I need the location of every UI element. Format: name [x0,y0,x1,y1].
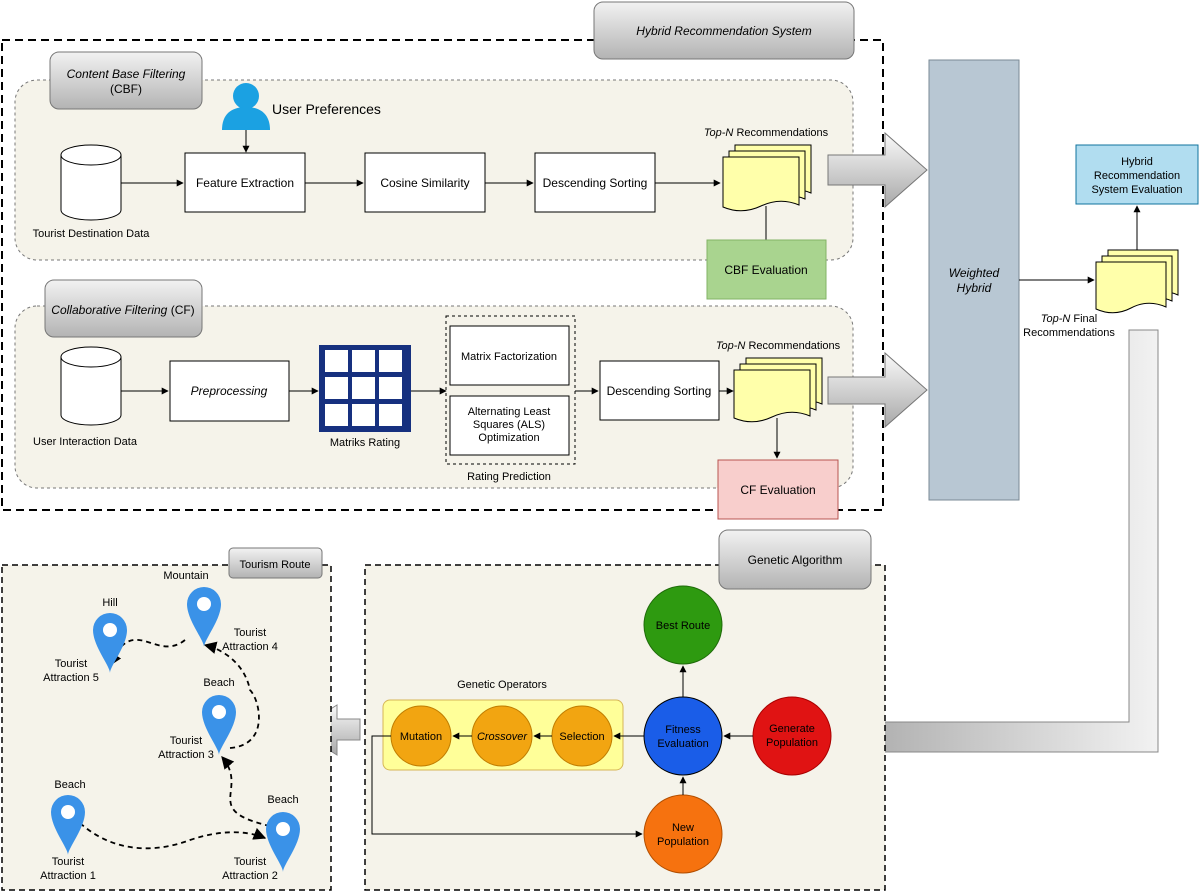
final-topn-label-line2: Recommendations [1023,327,1115,339]
matriks-rating-label: Matriks Rating [330,437,400,449]
tourist-destination-database-icon [60,144,122,221]
cbf-evaluation-box [706,239,827,300]
user-preferences-label: User Preferences [272,101,381,117]
cf-evaluation-label: CF Evaluation [740,483,815,497]
rating-prediction-label: Rating Prediction [467,471,551,483]
best-route-label: Best Route [656,620,710,632]
hybrid-evaluation-line3: System Evaluation [1091,184,1182,196]
hybrid-title-box [593,1,855,60]
cbf-evaluation-label: CBF Evaluation [724,263,807,277]
cbf-title: Content Base Filtering [67,67,186,81]
cf-descending-sorting-label: Descending Sorting [607,384,712,398]
attraction-3-line1: Tourist [170,735,202,747]
als-box [449,395,570,456]
attraction-5-line1: Tourist [55,658,87,670]
mutation-label: Mutation [400,731,442,743]
cbf-descending-sorting-box [534,152,656,213]
matrix-factorization-box [449,325,570,386]
final-topn-label-line1: Top-N Final [1041,313,1097,325]
best-route-node [643,585,723,665]
beach-label-3: Beach [203,677,234,689]
hill-pin-icon [93,613,127,673]
cbf-abbr: (CBF) [110,82,142,96]
new-population-line2: Population [657,836,709,848]
tourism-route-title: Tourism Route [240,559,311,571]
attraction-2-line2: Attraction 2 [222,870,278,882]
als-label-line2: Squares (ALS) [473,419,545,431]
als-label-line3: Optimization [478,432,539,444]
mountain-label: Mountain [163,570,208,582]
cf-evaluation-box [717,459,839,520]
attraction-4-line2: Attraction 4 [222,641,278,653]
als-label-line1: Alternating Least [468,406,551,418]
genetic-operators-label: Genetic Operators [457,679,547,691]
attraction-5-line2: Attraction 5 [43,672,99,684]
beach-pin-1-icon [51,795,85,855]
attraction-4-line1: Tourist [234,627,266,639]
hybrid-title: Hybrid Recommendation System [636,24,811,38]
cbf-title-box [49,51,203,110]
new-population-node [643,794,723,874]
fitness-label-line1: Fitness [665,724,701,736]
attraction-1-line1: Tourist [52,856,84,868]
cf-title-box [44,279,203,338]
attraction-2-line1: Tourist [234,856,266,868]
ga-title: Genetic Algorithm [748,553,843,567]
final-topn-documents-icon [1095,249,1179,314]
cosine-similarity-label: Cosine Similarity [380,176,469,190]
user-interaction-database-icon [60,346,122,426]
ga-title-box [718,529,872,590]
beach-label-2: Beach [267,794,298,806]
cf-topn-documents-icon [733,357,823,423]
beach-pin-3-icon [202,695,236,755]
fitness-evaluation-node [643,696,723,776]
cbf-topn-label: Top-N Recommendations [704,127,829,139]
cbf-to-hybrid-arrow [827,131,928,209]
tourism-route-title-box [228,547,323,579]
weighted-hybrid-label-line1: Weighted [949,266,1000,280]
mountain-pin-icon [187,587,221,647]
user-icon [222,83,270,130]
preprocessing-label: Preprocessing [191,384,268,398]
generate-label-line1: Generate [769,723,815,735]
tourist-destination-data-label: Tourist Destination Data [33,228,151,240]
matrix-factorization-label: Matrix Factorization [461,351,557,363]
beach-pin-2-icon [266,812,300,872]
weighted-hybrid-label-line2: Hybrid [957,281,992,295]
user-interaction-data-label: User Interaction Data [33,436,138,448]
cbf-topn-documents-icon [722,144,812,212]
hybrid-evaluation-line1: Hybrid [1121,156,1153,168]
cf-to-hybrid-arrow [827,351,928,429]
rating-prediction-group [445,315,576,465]
cf-descending-sorting-box [599,360,720,421]
attraction-3-line2: Attraction 3 [158,749,214,761]
beach-label-1: Beach [54,779,85,791]
crossover-label: Crossover [477,731,528,743]
cf-topn-label: Top-N Recommendations [716,340,841,352]
cbf-descending-sorting-label: Descending Sorting [543,176,648,190]
hill-label: Hill [102,597,117,609]
rating-matrix-icon [319,345,411,432]
hybrid-evaluation-box [1075,144,1199,205]
weighted-hybrid-box [928,59,1020,501]
generate-label-line2: Population [766,737,818,749]
feature-extraction-label: Feature Extraction [196,176,294,190]
new-population-line1: New [672,822,694,834]
preprocessing-box [169,360,290,422]
generate-population-node [752,696,832,776]
cosine-similarity-box [364,152,486,213]
hybrid-evaluation-line2: Recommendation [1094,170,1180,182]
cf-panel [14,305,854,489]
attraction-1-line2: Attraction 1 [40,870,96,882]
fitness-label-line2: Evaluation [657,738,708,750]
selection-label: Selection [559,731,604,743]
cf-title: Collaborative Filtering (CF) [51,303,194,317]
